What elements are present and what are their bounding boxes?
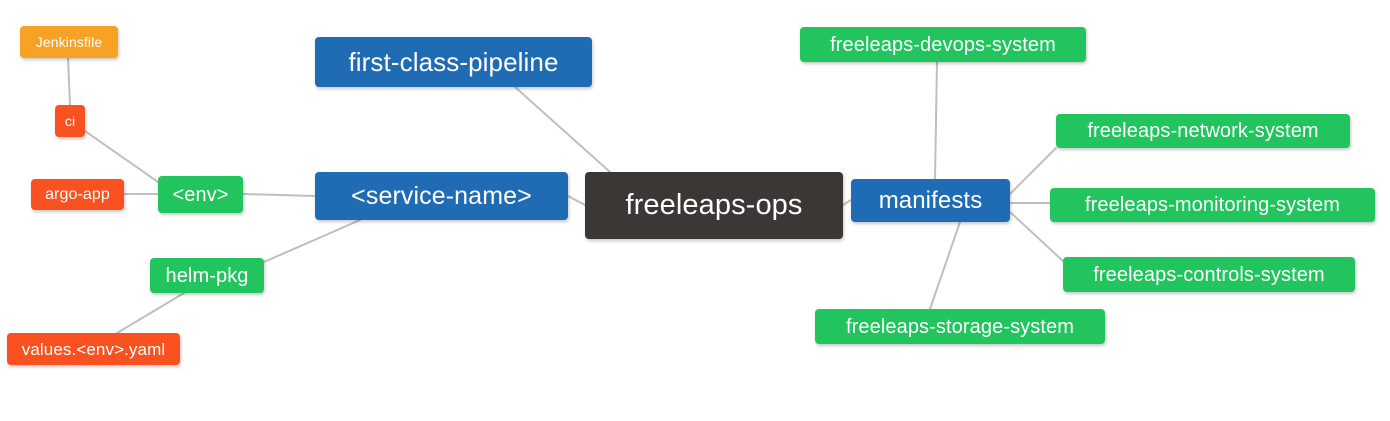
node-helm-pkg[interactable]: helm-pkg	[150, 258, 264, 293]
node-label: freeleaps-controls-system	[1093, 263, 1325, 286]
node-freeleaps-storage-system[interactable]: freeleaps-storage-system	[815, 309, 1105, 344]
node-label: freeleaps-monitoring-system	[1084, 194, 1340, 216]
edge-freeleaps-ops-to-first-class-pipeline	[514, 86, 611, 173]
node-label: helm-pkg	[165, 264, 249, 287]
node-ci[interactable]: ci	[55, 105, 85, 137]
node-label: manifests	[878, 186, 983, 214]
node-label: first-class-pipeline	[348, 47, 559, 77]
edge-manifests-to-freeleaps-storage-system	[929, 221, 961, 310]
node-manifests[interactable]: manifests	[851, 179, 1010, 222]
node-label: freeleaps-devops-system	[830, 33, 1056, 56]
node-label: argo-app	[45, 185, 110, 203]
node-label: freeleaps-network-system	[1087, 120, 1319, 142]
node-label: freeleaps-storage-system	[845, 315, 1075, 338]
node-label: ci	[64, 113, 76, 129]
edge-freeleaps-ops-to-manifests	[842, 199, 852, 206]
edge-manifests-to-freeleaps-devops-system	[934, 61, 938, 180]
edge-helm-pkg-to-values-yaml	[116, 292, 185, 334]
node-values-yaml[interactable]: values.<env>.yaml	[7, 333, 180, 365]
node-freeleaps-devops-system[interactable]: freeleaps-devops-system	[800, 27, 1086, 62]
node-label: <env>	[172, 183, 229, 206]
node-freeleaps-ops[interactable]: freeleaps-ops	[585, 172, 843, 239]
node-label: values.<env>.yaml	[21, 339, 166, 359]
node-label: Jenkinsfile	[35, 34, 103, 50]
edge-service-name-to-env	[242, 193, 316, 197]
edge-manifests-to-freeleaps-network-system	[1009, 147, 1057, 195]
node-env[interactable]: <env>	[158, 176, 243, 213]
node-first-class-pipeline[interactable]: first-class-pipeline	[315, 37, 592, 87]
node-freeleaps-monitoring-system[interactable]: freeleaps-monitoring-system	[1050, 188, 1375, 222]
edge-env-to-ci	[84, 130, 159, 183]
node-service-name[interactable]: <service-name>	[315, 172, 568, 220]
node-freeleaps-controls-system[interactable]: freeleaps-controls-system	[1063, 257, 1355, 292]
node-label: <service-name>	[351, 181, 532, 210]
edge-service-name-to-helm-pkg	[263, 219, 361, 263]
edge-ci-to-jenkinsfile	[67, 57, 71, 106]
node-argo-app[interactable]: argo-app	[31, 179, 124, 210]
node-jenkinsfile[interactable]: Jenkinsfile	[20, 26, 118, 58]
node-freeleaps-network-system[interactable]: freeleaps-network-system	[1056, 114, 1350, 148]
edge-freeleaps-ops-to-service-name	[567, 195, 586, 206]
node-label: freeleaps-ops	[625, 189, 803, 221]
